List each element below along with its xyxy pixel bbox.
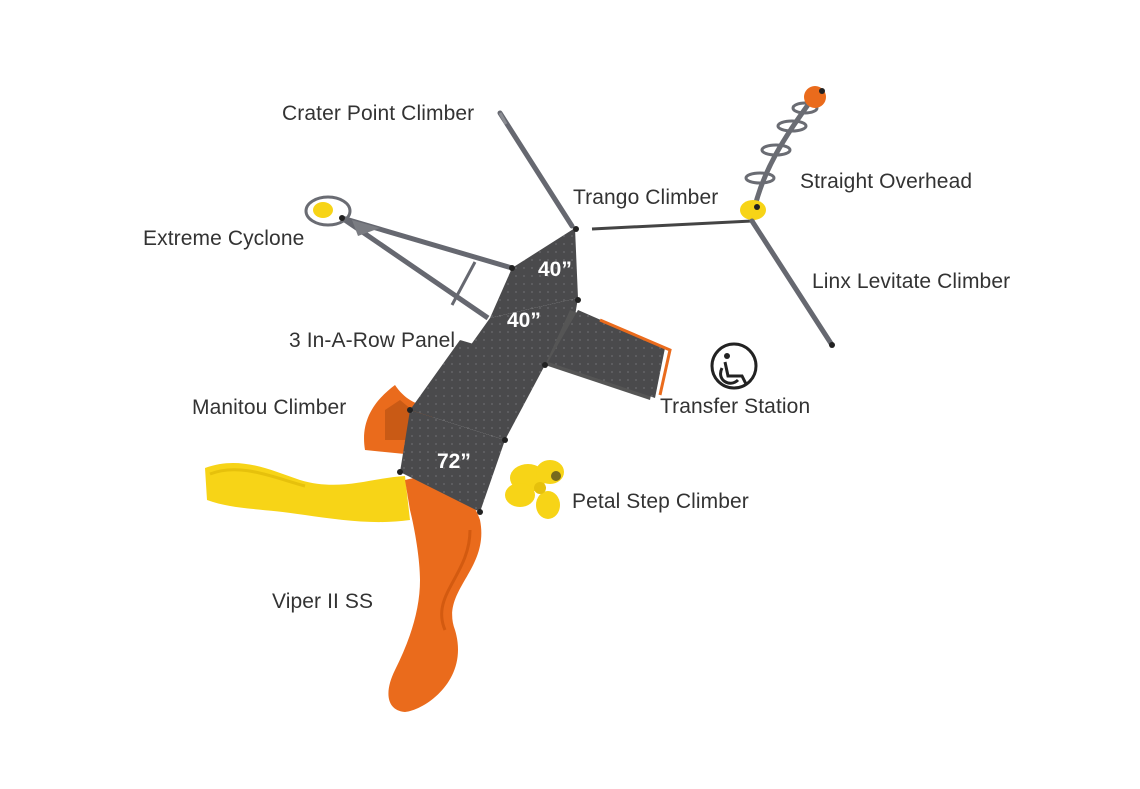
petal-step-climber <box>505 460 564 519</box>
label-linx-levitate-climber: Linx Levitate Climber <box>812 270 1011 293</box>
label-manitou-climber: Manitou Climber <box>192 396 347 419</box>
label-3-in-a-row-panel: 3 In-A-Row Panel <box>289 329 456 352</box>
label-transfer-station: Transfer Station <box>660 395 811 418</box>
label-straight-overhead: Straight Overhead <box>800 170 973 193</box>
viper-ii-ss-slide <box>388 477 482 712</box>
crater-point-climber <box>497 110 575 229</box>
label-petal-step-climber: Petal Step Climber <box>572 490 749 513</box>
deck-height-bottom: 72” <box>437 450 471 473</box>
deck-height-top: 40” <box>538 258 572 281</box>
wheelchair-accessible-icon <box>710 342 758 390</box>
label-extreme-cyclone: Extreme Cyclone <box>143 227 305 250</box>
label-viper-ii-ss: Viper II SS <box>272 590 374 613</box>
deck-structure <box>397 226 672 515</box>
straight-overhead <box>740 86 826 222</box>
label-crater-point-climber: Crater Point Climber <box>282 102 475 125</box>
linx-levitate-climber <box>749 218 835 348</box>
trango-climber <box>591 219 753 231</box>
extreme-cyclone <box>304 195 513 321</box>
yellow-slide <box>205 462 410 523</box>
label-trango-climber: Trango Climber <box>573 186 719 209</box>
deck-height-middle: 40” <box>507 309 541 332</box>
